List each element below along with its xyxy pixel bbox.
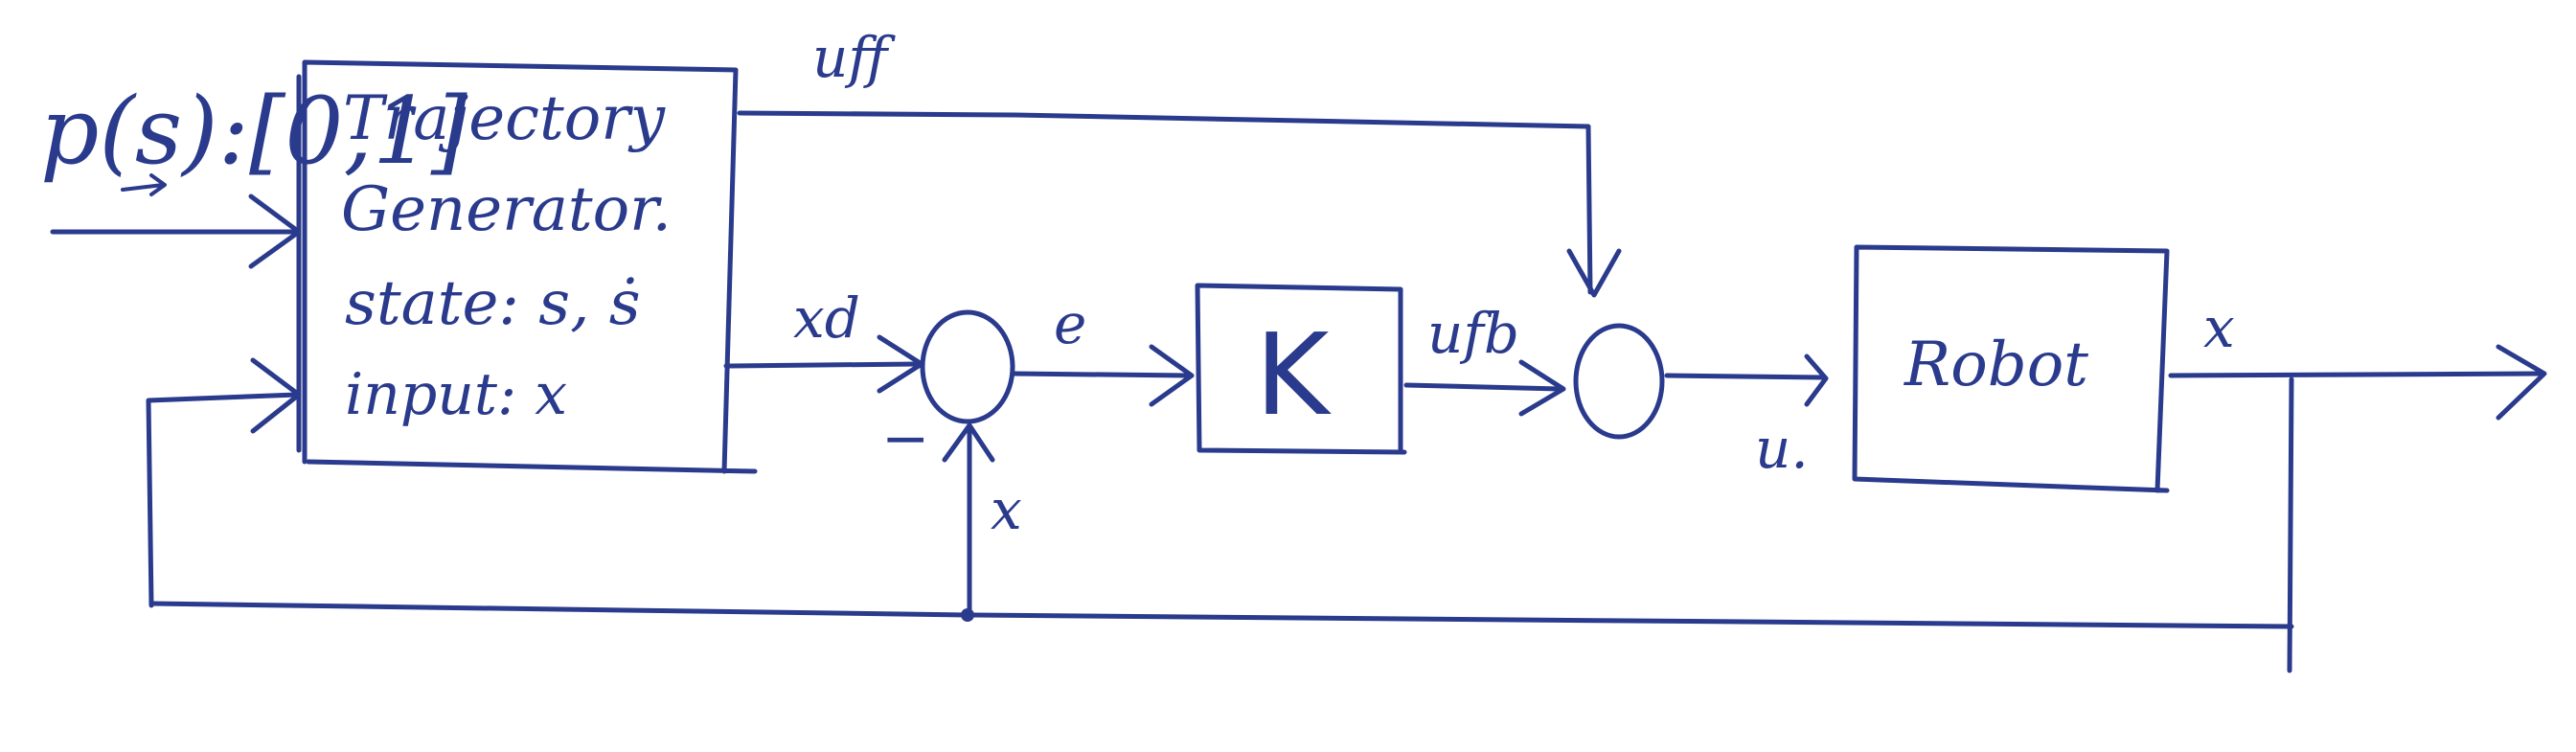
k-block: K — [1195, 283, 1407, 455]
summing-junction-1 — [920, 309, 1015, 424]
ufb-line — [1403, 382, 1562, 392]
k-label: K — [1255, 308, 1332, 441]
minus-sign: − — [881, 405, 929, 472]
uff-line — [737, 110, 1593, 295]
u-arrow-head — [1804, 353, 1829, 407]
output-arrow-head — [2496, 344, 2547, 421]
u-label: u. — [1755, 416, 1809, 481]
robot-label: Robot — [1904, 330, 2088, 400]
u-line — [1664, 373, 1825, 380]
e-label: e — [1054, 291, 1086, 356]
trajectory-generator-block: Trajectory Generator. state: s, ṡ input:… — [296, 59, 758, 474]
ufb-label: ufb — [1427, 301, 1519, 366]
feedback-junction-dot — [961, 608, 974, 622]
e-line — [1011, 371, 1191, 378]
e-arrow-head — [1149, 344, 1195, 407]
vector-arrow-mark — [121, 173, 167, 196]
feedback-to-sum-arrow-head — [942, 422, 995, 463]
feedback-bottom-line — [148, 601, 2294, 629]
xd-label: xd — [793, 285, 860, 351]
xd-line — [723, 361, 921, 369]
x-feedback-label: x — [991, 477, 1022, 542]
summing-junction-2 — [1573, 323, 1665, 440]
traj-line-3: state: s, ṡ — [345, 268, 641, 339]
feedback-to-traj-line — [146, 392, 300, 608]
x-output-label: x — [2203, 295, 2235, 360]
uff-arrow-head — [1566, 248, 1622, 298]
uff-label: uff — [812, 25, 896, 90]
traj-line-2: Generator. — [341, 174, 672, 245]
output-line — [2168, 371, 2543, 378]
ufb-arrow-head — [1518, 359, 1566, 417]
robot-block: Robot — [1852, 244, 2170, 493]
feedback-to-traj-arrow-head — [250, 357, 302, 434]
input-label: p(s):[0,1] — [40, 78, 467, 185]
feedback-tap-line — [2287, 376, 2294, 673]
traj-line-1: Trajectory — [343, 83, 666, 154]
traj-line-4: input: x — [345, 361, 567, 428]
